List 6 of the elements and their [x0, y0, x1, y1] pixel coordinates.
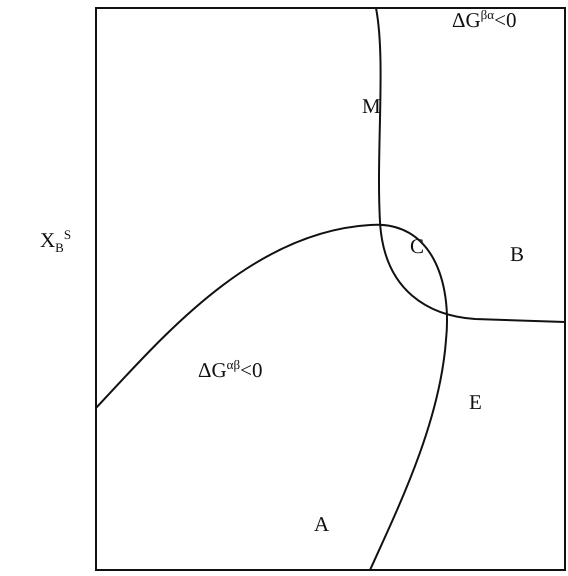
region-label: ΔG$^{βα}$<0 [452, 8, 516, 31]
point-label: M [362, 96, 381, 117]
point-label: E [469, 392, 482, 413]
region-label: B [510, 244, 524, 265]
region-label: ΔG$^{αβ}$<0 [198, 358, 262, 381]
region-label: A [314, 514, 330, 535]
